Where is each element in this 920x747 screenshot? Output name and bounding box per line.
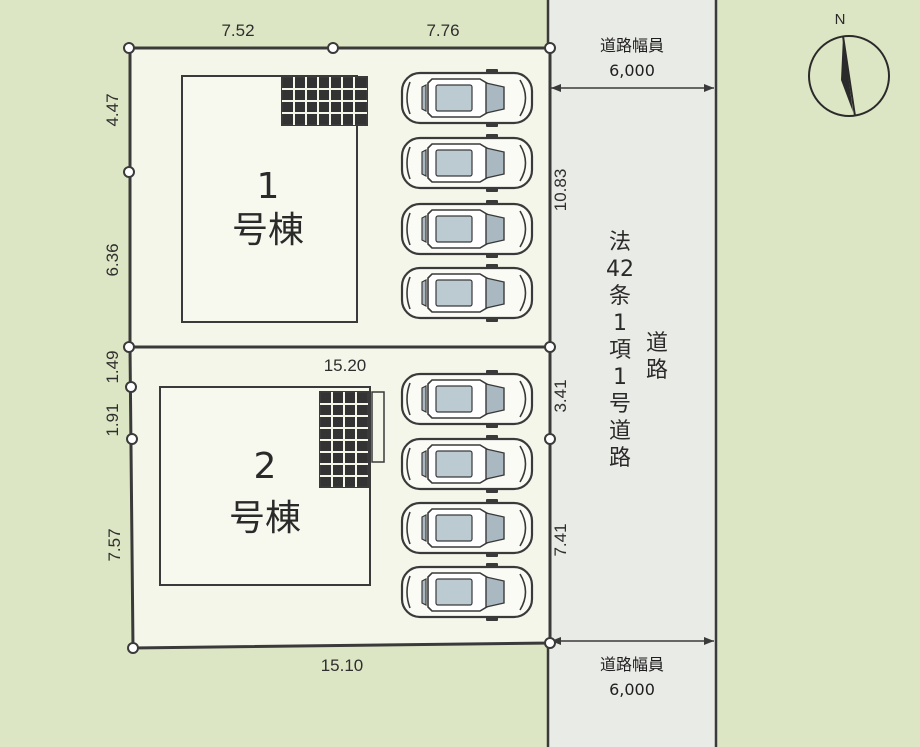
- dimension-label: 4.47: [103, 93, 122, 126]
- dimension-label: 1.49: [103, 350, 122, 383]
- road-width-value-top: 6,000: [609, 61, 655, 80]
- boundary-marker: [125, 381, 137, 393]
- road-width-bottom: 道路幅員 6,000: [551, 637, 714, 699]
- house-1: 1 号棟: [181, 75, 368, 323]
- car-icon: [400, 497, 534, 559]
- boundary-marker: [126, 433, 138, 445]
- boundary-marker: [544, 341, 556, 353]
- road-name: 法 42 条 1 項 1 号 道 路 道 路: [606, 230, 668, 471]
- road-name-char: 条: [609, 284, 631, 309]
- house-1-label: 号棟: [232, 210, 304, 251]
- dimension-label: 3.41: [551, 379, 570, 412]
- car-icon: [400, 198, 534, 260]
- dimension-label: 7.57: [105, 528, 124, 561]
- boundary-marker: [544, 637, 556, 649]
- road-side-char: 道: [646, 331, 668, 356]
- car-icon: [400, 368, 534, 430]
- road-name-char: 1: [613, 365, 627, 390]
- house-1-number: 1: [257, 166, 280, 207]
- boundary-marker: [123, 341, 135, 353]
- boundary-markers: [123, 42, 556, 654]
- car-icon: [400, 433, 534, 495]
- road-name-char: 1: [613, 311, 627, 336]
- dimension-label: 15.20: [324, 356, 367, 375]
- road-name-char: 42: [606, 257, 634, 282]
- house-2-number: 2: [254, 446, 277, 487]
- dimension-label: 6.36: [103, 243, 122, 276]
- entrance-grid-icon: [281, 76, 368, 126]
- road-width-label-bottom: 道路幅員: [600, 655, 664, 674]
- north-arrow-icon: N: [808, 11, 890, 117]
- road-area: [548, 0, 716, 747]
- road-name-char: 道: [609, 419, 631, 444]
- dimension-label: 7.52: [221, 21, 254, 40]
- road-width-top: 道路幅員 6,000: [551, 36, 714, 92]
- house-2: 2 号棟: [159, 386, 385, 586]
- road-name-char: 項: [609, 338, 631, 363]
- dimension-label: 15.10: [321, 656, 364, 675]
- road-name-char: 号: [609, 392, 631, 417]
- car-icon: [400, 262, 534, 324]
- entrance-grid-icon: [319, 391, 385, 488]
- car-icon: [400, 67, 534, 129]
- road-name-char: 路: [609, 446, 631, 471]
- dimension-label: 7.41: [551, 523, 570, 556]
- road-name-char: 法: [609, 230, 631, 255]
- boundary-marker: [123, 166, 135, 178]
- boundary-marker: [544, 433, 556, 445]
- house-2-label: 号棟: [229, 498, 301, 539]
- boundary-marker: [544, 42, 556, 54]
- dimension-label: 1.91: [103, 403, 122, 436]
- road-width-value-bottom: 6,000: [609, 680, 655, 699]
- car-icon: [400, 561, 534, 623]
- boundary-marker: [123, 42, 135, 54]
- dimension-label: 10.83: [551, 169, 570, 212]
- car-icon: [400, 132, 534, 194]
- road-width-label-top: 道路幅員: [600, 36, 664, 55]
- dimension-label: 7.76: [426, 21, 459, 40]
- road-side-char: 路: [646, 358, 668, 383]
- north-label: N: [835, 11, 846, 28]
- boundary-marker: [127, 642, 139, 654]
- boundary-marker: [327, 42, 339, 54]
